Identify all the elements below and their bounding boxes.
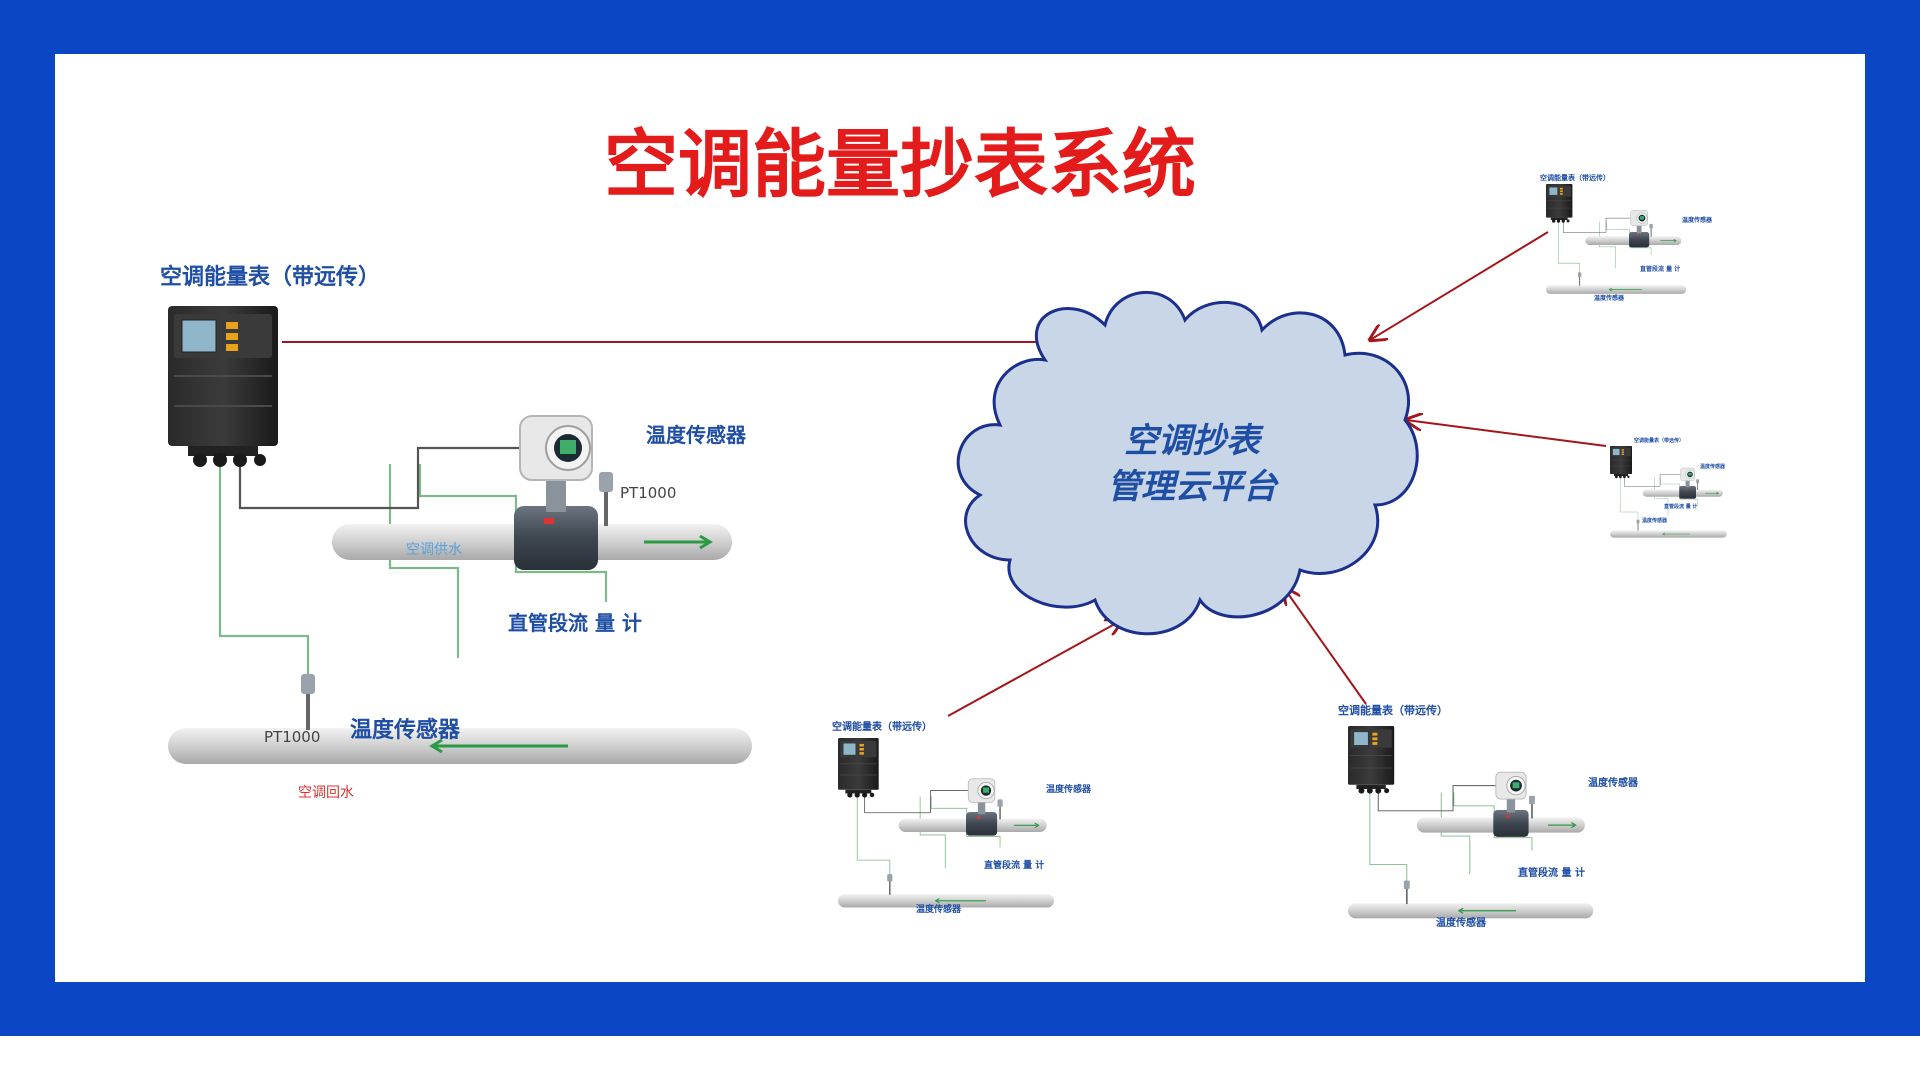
- sensor-label-return: 温度传感器: [916, 903, 962, 915]
- arrow-bottom-right-station: [1284, 588, 1367, 705]
- meter-label: 空调能量表（带远传）: [832, 720, 932, 733]
- station-right-labels: 空调能量表（带远传） 温度传感器 直管段流 量 计 温度传感器: [1634, 437, 1726, 524]
- station-main: [166, 304, 754, 766]
- station-bottom-right-labels: 空调能量表（带远传） 温度传感器 直管段流 量 计 温度传感器: [1338, 703, 1639, 929]
- meter-label: 空调能量表（带远传）: [1338, 703, 1448, 717]
- cloud-title-line1: 空调抄表: [1124, 421, 1264, 461]
- flowmeter-label: 直管段流 量 计: [1664, 503, 1697, 510]
- station-right: [1609, 445, 1728, 538]
- meter-label: 空调能量表（带远传）: [160, 264, 380, 290]
- station-top-right-labels: 空调能量表（带远传） 温度传感器 直管段流 量 计 温度传感器: [1540, 173, 1713, 302]
- sensor-label-return: 温度传感器: [350, 717, 461, 743]
- sensor-label-return: 温度传感器: [1594, 294, 1625, 302]
- diagram-title: 空调能量抄表系统: [604, 122, 1196, 208]
- sensor-label-supply: 温度传感器: [1588, 776, 1639, 789]
- flowmeter-label: 直管段流 量 计: [1640, 265, 1680, 273]
- supply-pipe-label: 空调供水: [406, 542, 462, 558]
- flowmeter-label: 直管段流 量 计: [508, 611, 642, 635]
- cloud-platform: 空调抄表 管理云平台: [956, 291, 1419, 636]
- flowmeter-label: 直管段流 量 计: [1518, 866, 1585, 879]
- meter-label: 空调能量表（带远传）: [1634, 437, 1684, 444]
- station-bottom-left-labels: 空调能量表（带远传） 温度传感器 直管段流 量 计 温度传感器: [832, 720, 1092, 915]
- station-main-labels: 空调能量表（带远传） 温度传感器 PT1000 空调供水 直管段流 量 计 温度…: [160, 264, 747, 801]
- sensor-label-supply: 温度传感器: [646, 423, 747, 447]
- flowmeter-label: 直管段流 量 计: [984, 859, 1044, 871]
- meter-label: 空调能量表（带远传）: [1540, 173, 1610, 182]
- arrow-right-station: [1406, 420, 1607, 447]
- pt-label-return: PT1000: [264, 728, 320, 746]
- station-bottom-left: [837, 737, 1055, 909]
- sensor-label-return: 温度传感器: [1642, 517, 1668, 524]
- pt-label-supply: PT1000: [620, 484, 676, 502]
- connection-arrows: [282, 231, 1607, 717]
- cloud-title-line2: 管理云平台: [1107, 467, 1279, 507]
- sensor-label-supply: 温度传感器: [1682, 216, 1713, 224]
- sensor-label-supply: 温度传感器: [1700, 463, 1726, 470]
- return-pipe-label: 空调回水: [298, 785, 354, 801]
- sensor-label-return: 温度传感器: [1436, 916, 1487, 929]
- arrow-top-right-station: [1370, 231, 1549, 340]
- station-top-right: [1545, 183, 1687, 295]
- station-bottom-right: [1347, 725, 1595, 920]
- sensor-label-supply: 温度传感器: [1046, 783, 1092, 795]
- arrow-bottom-left-station: [947, 620, 1122, 717]
